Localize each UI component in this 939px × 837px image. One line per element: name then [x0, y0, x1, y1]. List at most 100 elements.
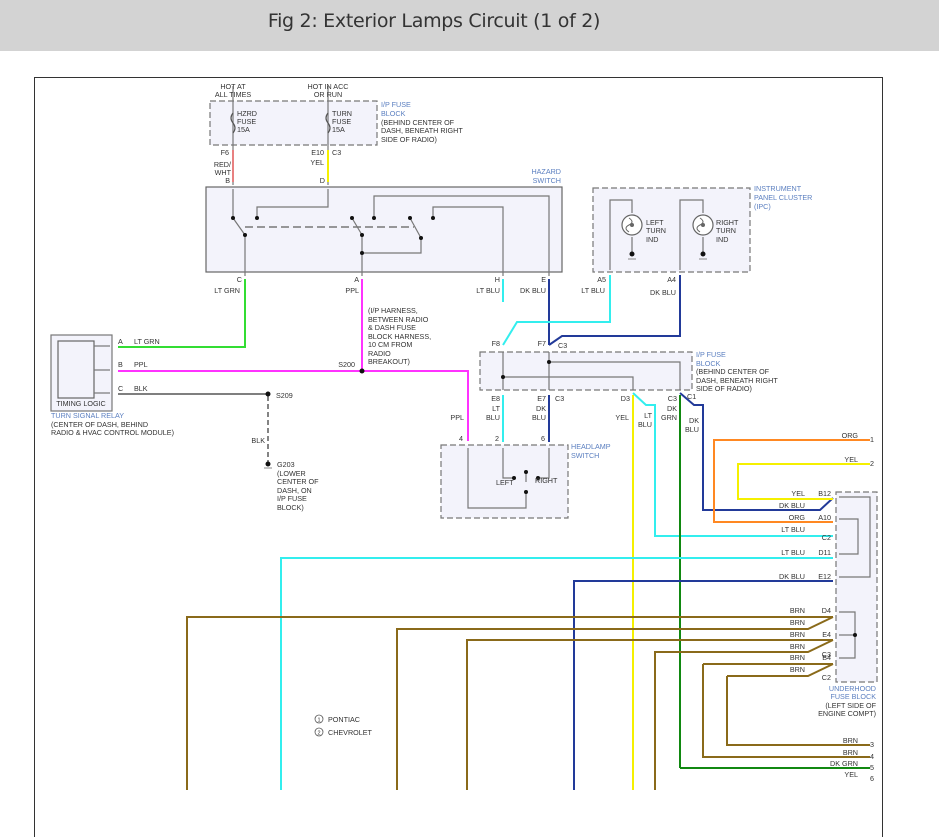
turn-fuse-label-1: TURN: [332, 109, 352, 118]
wire-e8-1: LT: [492, 404, 500, 413]
offpage-number: 1: [870, 435, 874, 444]
underhood-row-wire: BRN: [790, 642, 805, 651]
wire-d3b-2: BLU: [638, 420, 652, 429]
legend-pontiac: 1 PONTIAC: [314, 714, 360, 724]
ipc-pin-a4: A4: [667, 275, 676, 284]
underhood-row-pin: E4: [822, 630, 831, 639]
ipc-wire-a5: LT BLU: [581, 286, 605, 295]
wire-e8-2: BLU: [486, 413, 500, 422]
g203-note-4: I/P FUSE: [277, 494, 307, 503]
wire-e7-2: BLU: [532, 413, 546, 422]
g203-note-2: CENTER OF: [277, 477, 319, 486]
hazard-pin-h: H: [495, 275, 500, 284]
s200-note-1: (I/P HARNESS,: [368, 306, 418, 315]
pin-c3: C3: [668, 394, 677, 403]
ip-fuse-block-mid-box: [479, 351, 693, 391]
headlamp-switch-name-1: HEADLAMP: [571, 442, 611, 451]
underhood-row-wire: ORG: [789, 513, 806, 522]
splice-dots: [231, 216, 857, 637]
ip-fuse-block-mid-loc-2: DASH, BENEATH RIGHT: [696, 376, 778, 385]
hazard-switch-box: [205, 186, 563, 273]
ip-fuse-block-mid-name-2: BLOCK: [696, 359, 721, 368]
pin-d3: D3: [621, 394, 630, 403]
wire-yel-label: YEL: [310, 158, 324, 167]
hazard-switch-name-2: SWITCH: [533, 176, 561, 185]
wire-c1-1: DK: [689, 416, 699, 425]
hazard-pin-b: B: [225, 176, 230, 185]
headlamp-pin-4: 4: [459, 434, 463, 443]
g203-note-3: DASH, ON: [277, 486, 312, 495]
turn-fuse-icon: [325, 112, 331, 134]
hazard-wire-a: PPL: [345, 286, 359, 295]
s200-label: S200: [338, 360, 355, 369]
legend-chevrolet: 2 CHEVROLET: [314, 727, 373, 737]
pin-f6: F6: [221, 148, 229, 157]
ip-fuse-block-top-name-2: BLOCK: [381, 109, 406, 118]
hzrd-fuse-icon: [230, 112, 236, 134]
underhood-row-pin: B12: [818, 489, 831, 498]
g203-label: G203: [277, 460, 295, 469]
offpage-wire-label: BRN: [843, 748, 858, 757]
offpage-wire-label: ORG: [842, 431, 859, 440]
ipc-name-1: INSTRUMENT: [754, 184, 802, 193]
left-ind-1: LEFT: [646, 218, 664, 227]
hzrd-fuse-label-1: HZRD: [237, 109, 257, 118]
underhood-row-wire: BRN: [790, 653, 805, 662]
title-bar: Fig 2: Exterior Lamps Circuit (1 of 2): [0, 0, 939, 51]
wire-red-wht-label-1: RED/: [214, 160, 231, 169]
right-ind-3: IND: [716, 235, 728, 244]
wire-yel-2: [737, 463, 870, 500]
turn-signal-relay-loc-1: (CENTER OF DASH, BEHIND: [51, 420, 148, 429]
offpage-number: 2: [870, 459, 874, 468]
s209-label: S209: [276, 391, 293, 400]
relay-wire-b: PPL: [134, 360, 148, 369]
pin-e7: E7: [537, 394, 546, 403]
underhood-fuse-block-box: [835, 491, 878, 683]
underhood-row-wire: BRN: [790, 665, 805, 674]
legend-label-chevrolet: CHEVROLET: [328, 728, 373, 737]
ip-fuse-block-top-name-1: I/P FUSE: [381, 100, 411, 109]
hzrd-fuse-label-2: FUSE: [237, 117, 256, 126]
s200-note-4: BLOCK HARNESS,: [368, 332, 431, 341]
wire-ppl: [361, 279, 469, 441]
ipc-box: [592, 187, 751, 273]
underhood-row-wire: DK BLU: [779, 572, 805, 581]
ipc-pin-a5: A5: [597, 275, 606, 284]
ip-fuse-block-mid-loc-1: (BEHIND CENTER OF: [696, 367, 770, 376]
hazard-wire-e: DK BLU: [520, 286, 546, 295]
headlamp-wire-p4: PPL: [450, 413, 464, 422]
legend-label-pontiac: PONTIAC: [328, 715, 360, 724]
s200-note-7: BREAKOUT): [368, 357, 410, 366]
wire-brn-e4: [466, 639, 833, 790]
legend-num-2: 2: [317, 731, 320, 737]
relay-wire-a: LT GRN: [134, 337, 160, 346]
hot-always-label-1: HOT AT: [220, 82, 246, 91]
underhood-loc-1: (LEFT SIDE OF: [825, 701, 876, 710]
headlamp-pin-2: 2: [495, 434, 499, 443]
left-ind-3: IND: [646, 235, 658, 244]
ipc-name-3: (IPC): [754, 202, 771, 211]
left-ind-2: TURN: [646, 226, 666, 235]
offpage-number: 3: [870, 740, 874, 749]
underhood-row-wire: YEL: [791, 489, 805, 498]
headlamp-pin-6: 6: [541, 434, 545, 443]
hazard-wire-c: LT GRN: [214, 286, 240, 295]
turn-signal-relay-loc-2: RADIO & HVAC CONTROL MODULE): [51, 428, 174, 437]
wire-red-wht-label-2: WHT: [215, 168, 232, 177]
offpage-wire-label: BRN: [843, 736, 858, 745]
wire-c3-2: GRN: [661, 413, 677, 422]
wire-brn-d4b: [396, 616, 834, 790]
wire-dk-blu-a4: [548, 275, 681, 346]
ip-fuse-block-mid-loc-3: SIDE OF RADIO): [696, 384, 752, 393]
offpage-number: 6: [870, 774, 874, 783]
wire-dk-blu-e12: [573, 580, 833, 790]
page-title: Fig 2: Exterior Lamps Circuit (1 of 2): [267, 10, 601, 32]
timing-logic-label: TIMING LOGIC: [56, 399, 106, 408]
relay-wire-c: BLK: [134, 384, 148, 393]
underhood-row-pin: C2: [822, 533, 831, 542]
s200-note-6: RADIO: [368, 349, 391, 358]
wire-d3b-1: LT: [644, 411, 652, 420]
hot-always-label-2: ALL TIMES: [215, 90, 252, 99]
underhood-row-pin: B4: [822, 653, 831, 662]
